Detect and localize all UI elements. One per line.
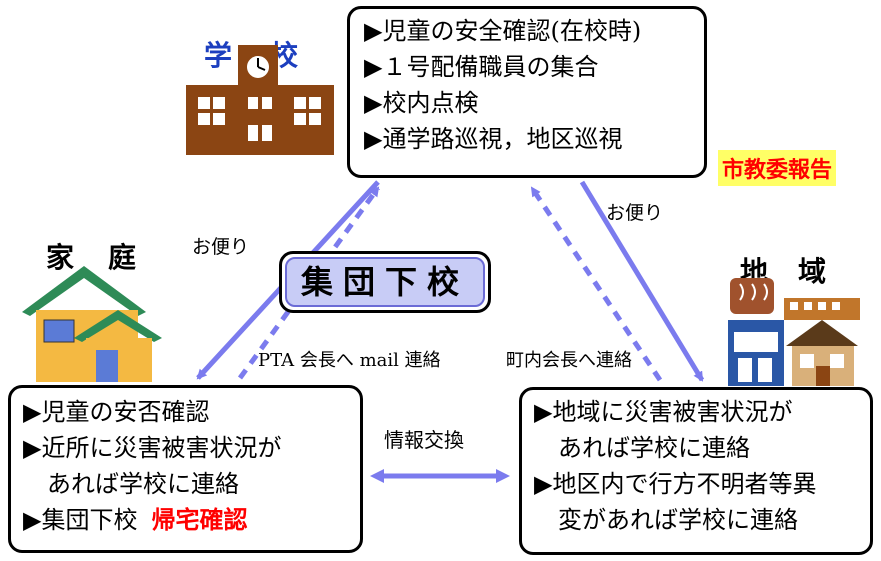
community-item: 変があれば学校に連絡: [534, 506, 798, 534]
pta-mail-label: PTA 会長へ mail 連絡: [258, 350, 441, 371]
community-icon: [728, 278, 860, 386]
arrow-community-to-school: [529, 186, 663, 382]
group-dismissal-label: 集団下校: [279, 251, 491, 313]
group-dismissal-text: 集団下校: [300, 263, 469, 301]
school-item: ▶校内点検: [364, 89, 479, 117]
school-item: ▶児童の安全確認(在校時): [364, 17, 642, 45]
info-exchange-label: 情報交換: [384, 428, 464, 452]
town-contact-label: 町内会長へ連絡: [506, 350, 632, 371]
home-item: あれば学校に連絡: [23, 470, 239, 498]
arrow-school-to-community: [579, 180, 705, 382]
home-title: 家庭: [46, 241, 171, 274]
school-box: ▶児童の安全確認(在校時) ▶１号配備職員の集合 ▶校内点検 ▶通学路巡視，地区…: [347, 6, 707, 178]
community-item: あれば学校に連絡: [534, 434, 750, 462]
school-item: ▶通学路巡視，地区巡視: [364, 125, 623, 153]
group-dismissal-inner: 集団下校: [285, 257, 485, 307]
house-icon: [22, 266, 162, 382]
home-item: ▶近所に災害被害状況が: [23, 434, 282, 462]
home-box: ▶児童の安否確認 ▶近所に災害被害状況が あれば学校に連絡 ▶集団下校帰宅確認: [8, 385, 363, 553]
community-item: ▶地区内で行方不明者等異: [534, 470, 817, 498]
home-item: ▶児童の安否確認: [23, 398, 210, 426]
home-last-emphasis: 帰宅確認: [151, 506, 248, 534]
school-icon: [186, 45, 334, 155]
letter-left-label: お便り: [192, 236, 250, 258]
report-board-label: 市教委報告: [718, 150, 837, 186]
home-last-prefix: ▶集団下校: [23, 506, 138, 534]
community-box: ▶地域に災害被害状況が あれば学校に連絡 ▶地区内で行方不明者等異 変があれば学…: [519, 387, 873, 555]
home-item-last: ▶集団下校帰宅確認: [23, 502, 360, 538]
community-item: ▶地域に災害被害状況が: [534, 398, 793, 426]
school-item: ▶１号配備職員の集合: [364, 53, 599, 81]
letter-right-label: お便り: [606, 202, 664, 224]
